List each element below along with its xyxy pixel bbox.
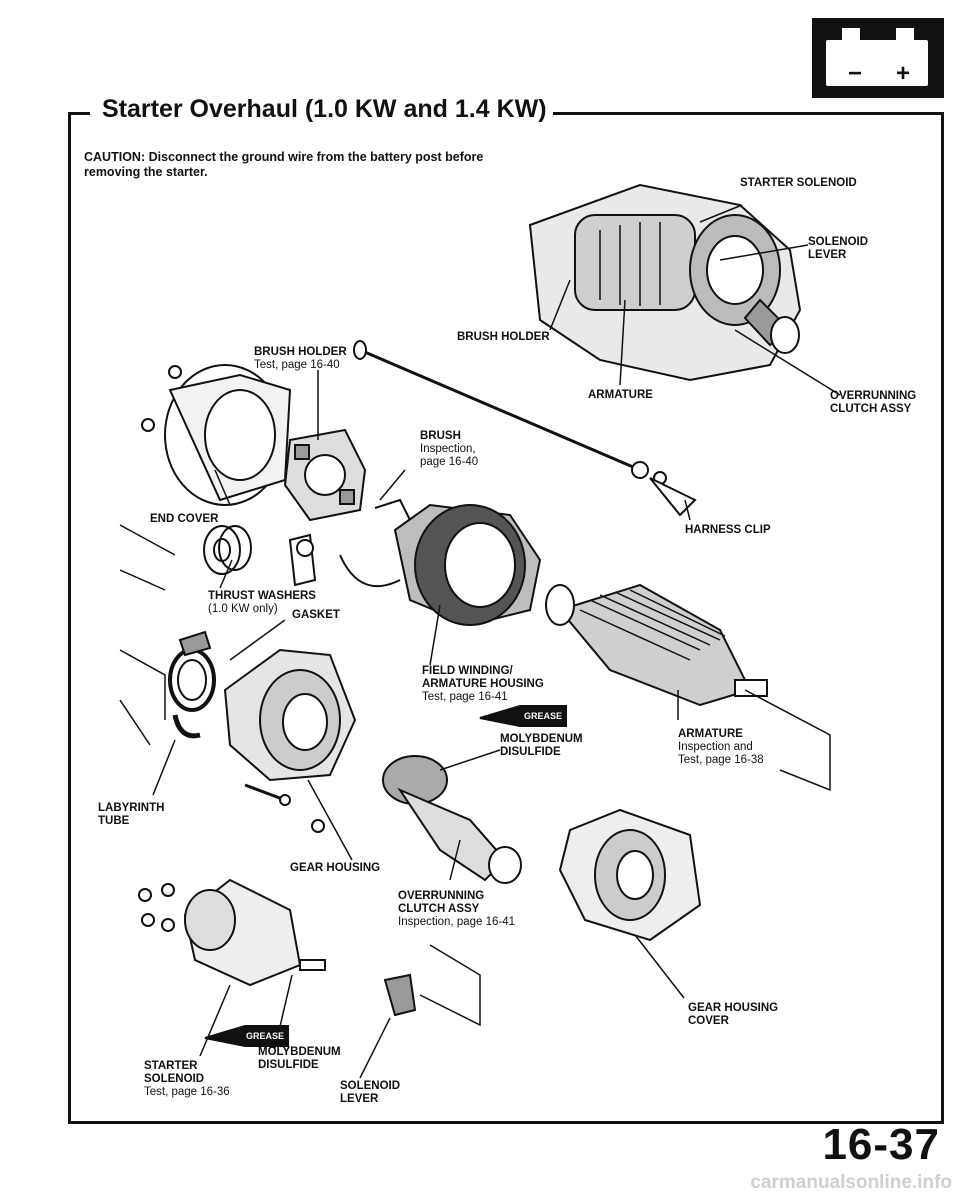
label-gear-housing: GEAR HOUSING — [290, 862, 380, 875]
label-field-winding: FIELD WINDING/ ARMATURE HOUSING Test, pa… — [422, 665, 544, 704]
label-armature-inspect: ARMATURE Inspection and Test, page 16-38 — [678, 728, 764, 767]
label-sub: Inspection, — [420, 443, 476, 455]
label-sub: page 16-40 — [420, 456, 479, 468]
label-title: ARMATURE — [678, 728, 743, 740]
end-cover-illustration — [141, 364, 292, 506]
watermark: carmanualsonline.info — [750, 1172, 952, 1193]
page-title: Starter Overhaul (1.0 KW and 1.4 KW) — [96, 95, 553, 124]
minus-sign-icon: − — [848, 60, 863, 87]
label-brush-holder-top: BRUSH HOLDER — [457, 331, 550, 344]
plus-sign-icon: + — [896, 60, 911, 87]
label-title: DISULFIDE — [258, 1059, 319, 1071]
label-title: OVERRUNNING — [398, 890, 485, 902]
label-end-cover: END COVER — [150, 513, 218, 526]
label-title: BRUSH HOLDER — [457, 331, 550, 343]
assembly-direction-lines — [119, 524, 831, 1027]
brush-holder-illustration — [283, 428, 367, 522]
label-solenoid-lever-top: SOLENOID LEVER — [808, 236, 888, 262]
label-armature-top: ARMATURE — [588, 389, 653, 402]
label-title: SOLENOID — [340, 1080, 401, 1092]
label-gear-housing-cover: GEAR HOUSING COVER — [688, 1002, 778, 1028]
label-molybdenum-bottom: MOLYBDENUM DISULFIDE — [258, 1046, 341, 1072]
label-harness-clip: HARNESS CLIP — [685, 524, 771, 537]
armature-illustration — [545, 583, 768, 707]
label-sub: Test, page 16-36 — [144, 1086, 230, 1098]
label-sub: Test, page 16-38 — [678, 754, 764, 766]
label-title: GEAR HOUSING — [688, 1002, 779, 1014]
label-title: GEAR HOUSING — [290, 862, 381, 874]
thrust-washers-illustration — [203, 525, 317, 587]
label-title: MOLYBDENUM — [500, 733, 583, 745]
label-title: MOLYBDENUM — [258, 1046, 341, 1058]
battery-positive-post — [896, 28, 914, 42]
assembled-starter-illustration — [528, 183, 802, 382]
label-title: ARMATURE — [588, 389, 653, 401]
solenoid-lever-illustration — [383, 973, 417, 1017]
label-gasket: GASKET — [292, 609, 340, 622]
label-title: THRUST WASHERS — [208, 590, 316, 602]
label-title: BRUSH — [420, 430, 461, 442]
label-title: COVER — [688, 1015, 729, 1027]
label-title: TUBE — [98, 815, 130, 827]
label-title: SOLENOID LEVER — [808, 236, 869, 261]
label-sub: Test, page 16-41 — [422, 691, 508, 703]
overrunning-clutch-illustration — [382, 755, 522, 884]
page-number: 16-37 — [822, 1120, 940, 1169]
label-title: ARMATURE HOUSING — [422, 678, 544, 690]
label-overrunning-clutch-inspect: OVERRUNNING CLUTCH ASSY Inspection, page… — [398, 890, 515, 929]
label-brush-holder-test: BRUSH HOLDER Test, page 16-40 — [254, 346, 347, 372]
battery-icon: − + — [812, 18, 944, 98]
label-overrunning-clutch-top: OVERRUNNING CLUTCH ASSY — [830, 390, 920, 416]
label-title: STARTER SOLENOID — [740, 177, 857, 189]
label-title: SOLENOID — [144, 1073, 205, 1085]
grease-tag-bottom: GREASE — [246, 1031, 285, 1041]
label-sub: Inspection, page 16-41 — [398, 916, 516, 928]
label-brush: BRUSH Inspection, page 16-40 — [420, 430, 478, 469]
label-title: BRUSH HOLDER — [254, 346, 347, 358]
label-title: STARTER — [144, 1060, 198, 1072]
battery-negative-post — [842, 28, 860, 42]
label-sub: (1.0 KW only) — [208, 603, 278, 615]
label-labyrinth-tube: LABYRINTH TUBE — [98, 802, 164, 828]
label-sub: Test, page 16-40 — [254, 359, 340, 371]
label-sub: Inspection and — [678, 741, 753, 753]
label-title: END COVER — [150, 513, 219, 525]
solenoid-illustration — [138, 878, 326, 987]
battery-body: − + — [826, 40, 928, 86]
label-title: FIELD WINDING/ — [422, 665, 513, 677]
label-starter-solenoid-top: STARTER SOLENOID — [740, 177, 857, 190]
label-title: OVERRUNNING CLUTCH ASSY — [830, 390, 917, 415]
gear-housing-cover-illustration — [558, 808, 702, 942]
label-molybdenum-top: MOLYBDENUM DISULFIDE — [500, 733, 583, 759]
label-title: LEVER — [340, 1093, 379, 1105]
label-starter-solenoid-bottom: STARTER SOLENOID Test, page 16-36 — [144, 1060, 230, 1099]
gear-housing-illustration — [223, 648, 357, 833]
grease-tube-icons — [204, 705, 567, 1047]
label-title: CLUTCH ASSY — [398, 903, 480, 915]
through-bolts-illustration — [353, 340, 697, 517]
label-solenoid-lever-bottom: SOLENOID LEVER — [340, 1080, 400, 1106]
label-title: HARNESS CLIP — [685, 524, 771, 536]
caution-note: CAUTION: Disconnect the ground wire from… — [84, 150, 484, 179]
label-title: GASKET — [292, 609, 340, 621]
armature-housing-illustration — [339, 498, 542, 627]
label-title: LABYRINTH — [98, 802, 165, 814]
gasket-illustration — [168, 630, 216, 739]
label-thrust-washers: THRUST WASHERS (1.0 KW only) — [208, 590, 316, 616]
grease-tag-top: GREASE — [524, 711, 563, 721]
label-title: DISULFIDE — [500, 746, 561, 758]
leader-lines — [152, 204, 841, 1079]
